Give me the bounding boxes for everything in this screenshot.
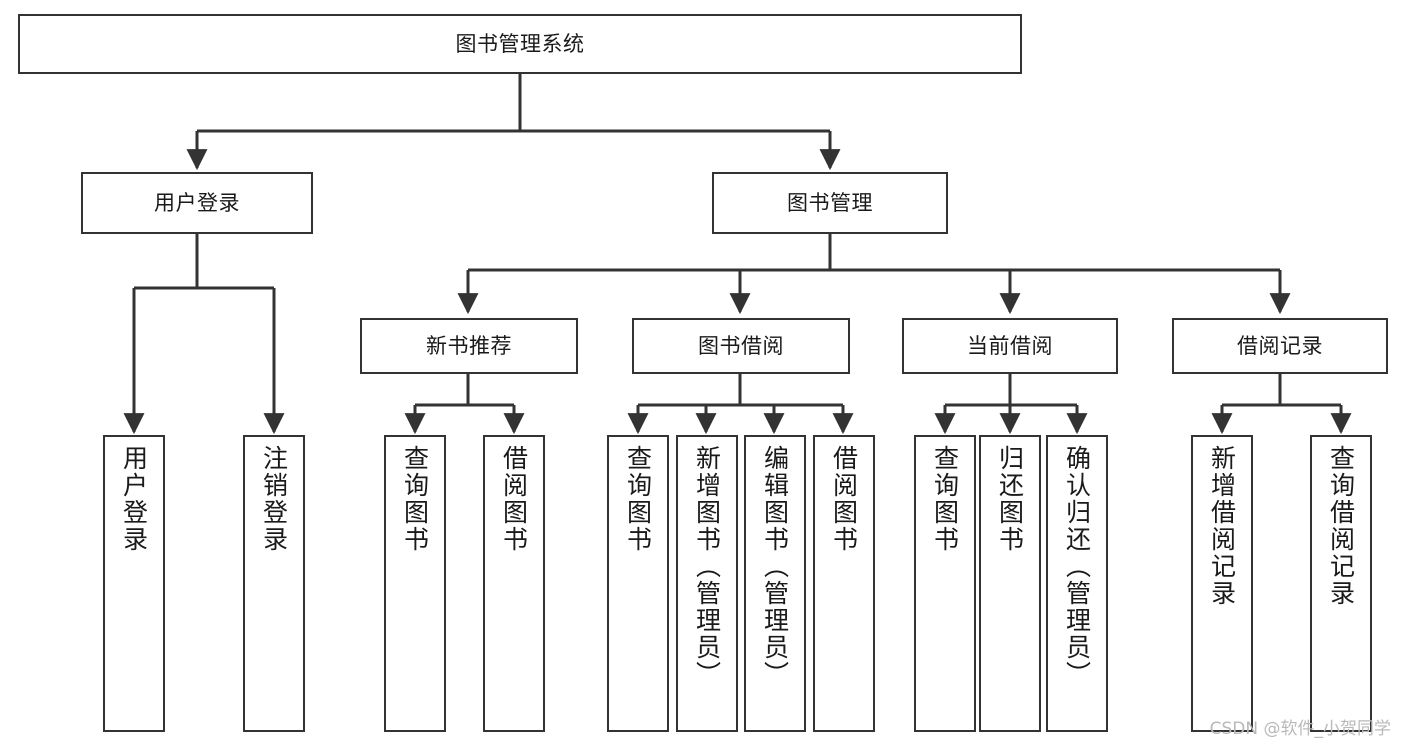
- leaf-label: 注销登录: [259, 445, 289, 553]
- leaf-label: 编辑图书（管理员）: [760, 445, 790, 688]
- leaf-label: 用户登录: [119, 445, 149, 553]
- leaf-label: 查询图书: [930, 445, 960, 553]
- node-new-book-recommend[interactable]: 新书推荐: [360, 318, 578, 374]
- leaf-book-borrow-1[interactable]: 查询图书: [607, 435, 669, 732]
- node-current-borrow[interactable]: 当前借阅: [902, 318, 1118, 374]
- node-book-borrow[interactable]: 图书借阅: [632, 318, 850, 374]
- node-current-borrow-label: 当前借阅: [967, 333, 1053, 358]
- leaf-new-book-recommend-2[interactable]: 借阅图书: [483, 435, 545, 732]
- leaf-label: 查询图书: [400, 445, 430, 553]
- node-user-login[interactable]: 用户登录: [81, 172, 313, 234]
- leaf-label: 查询借阅记录: [1326, 445, 1356, 607]
- leaf-borrow-record-2[interactable]: 查询借阅记录: [1310, 435, 1372, 732]
- node-book-management[interactable]: 图书管理: [712, 172, 948, 234]
- leaf-book-borrow-2[interactable]: 新增图书（管理员）: [676, 435, 738, 732]
- leaf-label: 查询图书: [623, 445, 653, 553]
- leaf-label: 借阅图书: [499, 445, 529, 553]
- leaf-label: 新增图书（管理员）: [692, 445, 722, 688]
- leaf-current-borrow-1[interactable]: 查询图书: [914, 435, 976, 732]
- node-new-book-recommend-label: 新书推荐: [426, 333, 512, 358]
- node-root[interactable]: 图书管理系统: [18, 14, 1022, 74]
- leaf-book-borrow-4[interactable]: 借阅图书: [813, 435, 875, 732]
- node-borrow-record[interactable]: 借阅记录: [1172, 318, 1388, 374]
- leaf-current-borrow-3[interactable]: 确认归还（管理员）: [1046, 435, 1108, 732]
- node-borrow-record-label: 借阅记录: [1237, 333, 1323, 358]
- leaf-book-borrow-3[interactable]: 编辑图书（管理员）: [744, 435, 806, 732]
- node-root-label: 图书管理系统: [455, 31, 585, 56]
- leaf-current-borrow-2[interactable]: 归还图书: [979, 435, 1041, 732]
- node-book-management-label: 图书管理: [787, 190, 873, 215]
- csdn-watermark: CSDN @软件_小贺同学: [1209, 719, 1391, 739]
- node-user-login-label: 用户登录: [154, 190, 240, 215]
- leaf-user-login-1[interactable]: 用户登录: [103, 435, 165, 732]
- leaf-borrow-record-1[interactable]: 新增借阅记录: [1191, 435, 1253, 732]
- leaf-label: 新增借阅记录: [1207, 445, 1237, 607]
- node-book-borrow-label: 图书借阅: [698, 333, 784, 358]
- leaf-label: 借阅图书: [829, 445, 859, 553]
- leaf-label: 确认归还（管理员）: [1062, 445, 1092, 688]
- leaf-new-book-recommend-1[interactable]: 查询图书: [384, 435, 446, 732]
- leaf-label: 归还图书: [995, 445, 1025, 553]
- leaf-user-login-2[interactable]: 注销登录: [243, 435, 305, 732]
